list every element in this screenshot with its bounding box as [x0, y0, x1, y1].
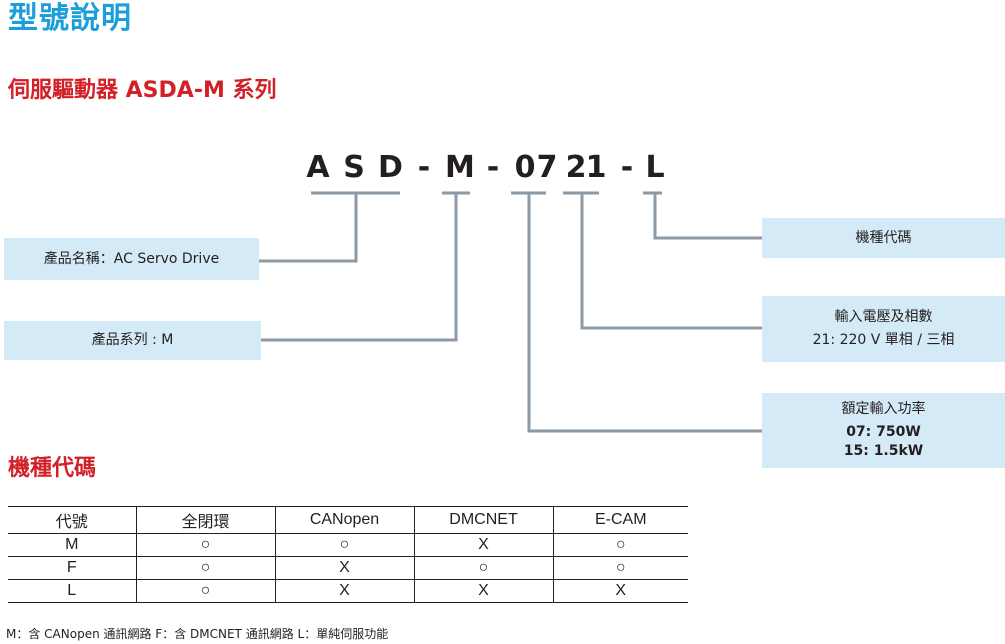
model-code-char: L — [645, 150, 665, 185]
table-cell: X — [274, 579, 414, 603]
header-code: 代號 — [8, 506, 136, 534]
model-code-char: A — [306, 150, 330, 185]
table-cell: X — [413, 533, 553, 557]
table-cell: ○ — [552, 556, 688, 580]
model-code-char: D — [378, 150, 403, 185]
table-row: M ○ ○ X ○ — [8, 533, 688, 557]
model-code-char: - — [417, 150, 431, 185]
model-code-char: - — [620, 150, 634, 185]
header-full-closed-loop: 全閉環 — [135, 506, 275, 534]
model-code-char: 7 — [536, 150, 558, 185]
table-cell: X — [274, 556, 414, 580]
rated-power-value-07: 07: 750W — [846, 424, 921, 440]
product-series-label: 產品系列 : M — [91, 332, 174, 348]
model-type-label: 機種代碼 — [855, 229, 912, 246]
rated-power-title: 額定輸入功率 — [841, 401, 926, 417]
connector-rated-power — [527, 193, 762, 433]
input-voltage-title: 輸入電壓及相數 — [834, 309, 933, 325]
product-series-box: 產品系列 : M — [4, 321, 261, 360]
header-dmcnet: DMCNET — [413, 506, 553, 534]
table-cell: M — [8, 533, 136, 557]
table-cell: ○ — [552, 533, 688, 557]
connector-model-type — [653, 193, 762, 240]
connector-input-voltage — [580, 193, 762, 330]
table-cell: ○ — [274, 533, 414, 557]
input-voltage-box: 輸入電壓及相數 21: 220 V 單相 / 三相 — [762, 296, 1005, 362]
table-cell: X — [413, 579, 553, 603]
model-code-char: S — [343, 150, 365, 185]
table-header-row: 代號 全閉環 CANopen DMCNET E-CAM — [8, 506, 688, 534]
connector-product-name — [259, 193, 358, 263]
model-code-char: 2 — [565, 150, 587, 185]
model-code-char: - — [486, 150, 500, 185]
table-cell: X — [552, 579, 688, 603]
table-footnote: M：含 CANopen 通訊網路 F：含 DMCNET 通訊網路 L：單純伺服功… — [6, 627, 389, 641]
model-table-title: 機種代碼 — [8, 456, 97, 481]
table-cell: L — [8, 579, 136, 603]
model-code-table: 代號 全閉環 CANopen DMCNET E-CAM M ○ ○ X ○ F … — [8, 506, 688, 603]
header-canopen: CANopen — [274, 506, 414, 534]
model-type-box: 機種代碼 — [762, 218, 1005, 258]
table-row: F ○ X ○ ○ — [8, 556, 688, 580]
table-cell: ○ — [135, 533, 275, 557]
table-cell: F — [8, 556, 136, 580]
rated-power-value-15: 15: 1.5kW — [843, 443, 924, 459]
header-ecam: E-CAM — [552, 506, 688, 534]
product-name-box: 產品名稱：AC Servo Drive — [4, 238, 259, 280]
table-cell: ○ — [135, 579, 275, 603]
table-cell: ○ — [135, 556, 275, 580]
page-title: 型號說明 — [8, 1, 132, 36]
connector-product-series — [261, 193, 458, 342]
model-code-char: 0 — [514, 150, 536, 185]
product-name-label: 產品名稱：AC Servo Drive — [43, 250, 220, 267]
table-cell: ○ — [413, 556, 553, 580]
section-title: 伺服驅動器 ASDA-M 系列 — [8, 78, 277, 103]
model-code-char: 1 — [585, 150, 607, 185]
input-voltage-value: 21: 220 V 單相 / 三相 — [812, 332, 955, 348]
rated-power-box: 額定輸入功率 07: 750W 15: 1.5kW — [762, 393, 1005, 468]
table-row: L ○ X X X — [8, 579, 688, 603]
